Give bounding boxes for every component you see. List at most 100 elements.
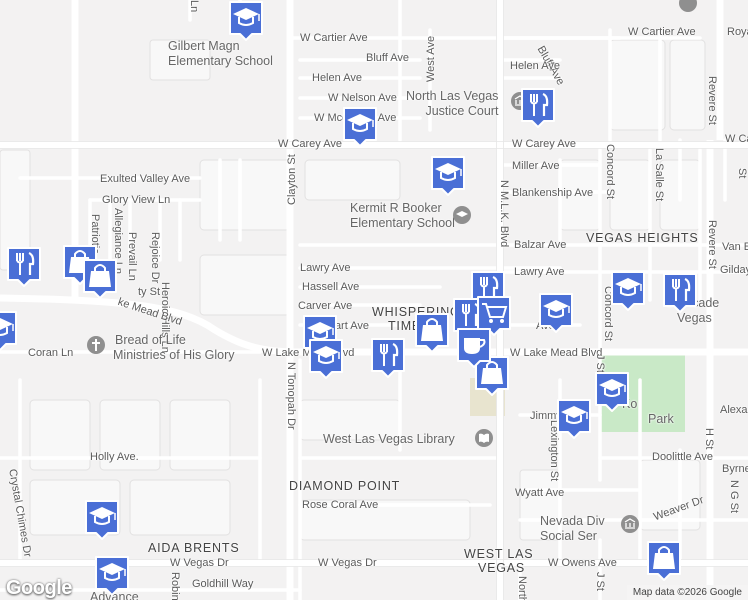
street-label-j-st-2: J St xyxy=(594,572,606,591)
street-label-van-e: Van E xyxy=(722,241,748,253)
street-label-gilday: Gilday xyxy=(720,264,748,276)
school-icon xyxy=(561,406,588,424)
landmark-icon xyxy=(679,0,697,12)
neighborhood-aida-brents: AIDA BRENTS xyxy=(148,541,240,555)
street-label-helen-ave-east: Helen Ave xyxy=(510,60,560,72)
school-marker[interactable] xyxy=(594,371,630,415)
street-label-doolittle-ave: Doolittle Ave xyxy=(652,451,713,463)
school-marker[interactable] xyxy=(430,155,466,199)
street-label-n-g-st: N G St xyxy=(728,480,740,514)
school-marker[interactable] xyxy=(308,338,344,382)
street-label-prevail-ln: Prevail Ln xyxy=(126,232,138,281)
school-marker[interactable] xyxy=(0,310,18,354)
school-marker[interactable] xyxy=(94,555,130,599)
street-label-w-owens-ave: W Owens Ave xyxy=(548,557,617,569)
street-label-w-lake-mead-blvd-east: W Lake Mead Blvd xyxy=(510,347,603,359)
street-label-n-mlk-blvd: N M.L.K. Blvd xyxy=(498,180,510,248)
street-label-concord-st: Concord St xyxy=(604,144,616,200)
school-marker[interactable] xyxy=(228,0,264,44)
street-label-royal: Royal xyxy=(727,26,748,38)
church-icon xyxy=(87,336,105,354)
school-icon xyxy=(599,379,626,397)
shopping-bag-icon xyxy=(653,546,675,569)
poi-label-advance[interactable]: Advance xyxy=(90,590,139,600)
restaurant-marker[interactable] xyxy=(370,337,406,381)
restaurant-marker[interactable] xyxy=(662,272,698,316)
street-label-holly-ave: Holly Ave. xyxy=(90,451,139,463)
street-label-n-tonopah-dr: N Tonopah Dr xyxy=(285,362,297,430)
street-label-bluff-ave: Bluff Ave xyxy=(366,52,410,64)
school-icon xyxy=(313,346,340,364)
neighborhood-west-las: WEST LAS xyxy=(464,547,534,561)
street-label-wyatt-ave: Wyatt Ave xyxy=(515,487,565,499)
street-label-w-carey-ave: W Carey Ave xyxy=(278,138,342,150)
street-label-balzar-ave: Balzar Ave xyxy=(514,239,567,251)
school-icon xyxy=(347,114,374,132)
street-label-w-vegas-dr-2: W Vegas Dr xyxy=(318,557,377,569)
school-marker[interactable] xyxy=(610,270,646,314)
shopping-bag-marker[interactable] xyxy=(474,355,510,399)
street-label-coran-ln: Coran Ln xyxy=(28,347,74,359)
school-icon xyxy=(0,318,14,336)
street-label-exulted-valley-ave: Exulted Valley Ave xyxy=(100,173,191,185)
school-icon xyxy=(615,278,642,296)
street-label-rose-coral-ave: Rose Coral Ave xyxy=(302,499,379,511)
map-attribution[interactable]: Map data ©2026 Google xyxy=(626,585,748,600)
school-poi-icon xyxy=(453,206,471,224)
shopping-bag-marker[interactable] xyxy=(82,258,118,302)
shopping-bag-marker[interactable] xyxy=(414,312,450,356)
neighborhood-vegas: VEGAS xyxy=(478,561,526,575)
school-marker[interactable] xyxy=(538,292,574,336)
street-label-h-st: H St xyxy=(703,428,715,450)
neighborhood-diamond-point: DIAMOND POINT xyxy=(289,479,401,493)
restaurant-marker[interactable] xyxy=(6,246,42,290)
street-label-goldhill-way: Goldhill Way xyxy=(192,578,254,590)
cafe-marker[interactable] xyxy=(456,327,492,371)
street-label-revere-st-2: Revere St xyxy=(706,220,718,269)
restaurant-icon xyxy=(480,275,499,299)
school-icon xyxy=(89,507,116,525)
street-label-robin: Robin xyxy=(169,572,181,600)
street-label-liberty-st: ty St xyxy=(138,286,161,298)
cafe-icon xyxy=(464,338,486,354)
street-label-w-ca: W Ca xyxy=(725,133,748,145)
street-label-hassell-ave: Hassell Ave xyxy=(302,281,360,293)
school-marker[interactable] xyxy=(84,499,120,543)
shopping-bag-marker[interactable] xyxy=(646,540,682,584)
street-label-glory-view-ln: Glory View Ln xyxy=(102,194,171,206)
school-icon xyxy=(233,8,260,26)
street-label-miller-ave: Miller Ave xyxy=(512,160,560,172)
school-marker[interactable] xyxy=(342,106,378,150)
street-label-blankenship-ave: Blankenship Ave xyxy=(512,187,594,199)
street-label-w-cartier-ave-east: W Cartier Ave xyxy=(628,26,696,38)
school-marker[interactable] xyxy=(556,398,592,442)
street-label-hart-ave: Hart Ave xyxy=(327,320,369,332)
street-label-clayton-st: Clayton St xyxy=(286,154,298,205)
street-label-lawry-ave: Lawry Ave xyxy=(300,262,351,274)
shopping-cart-icon xyxy=(482,303,508,323)
street-label-w-carey-ave-east: W Carey Ave xyxy=(512,138,576,150)
poi-label-west-las-vegas-library[interactable]: West Las Vegas Library xyxy=(323,432,455,446)
street-label-west-ave: West Ave xyxy=(425,35,437,82)
street-label-helen-ave: Helen Ave xyxy=(312,72,362,84)
shopping-bag-icon xyxy=(89,264,111,287)
street-label-w-cartier-ave: W Cartier Ave xyxy=(300,32,368,44)
street-label-w-nelson-ave: W Nelson Ave xyxy=(328,92,397,104)
restaurant-icon xyxy=(16,251,35,275)
shopping-cart-marker[interactable] xyxy=(476,295,512,339)
street-label-rejoice-dr: Rejoice Dr xyxy=(149,232,161,284)
school-icon xyxy=(435,163,462,181)
restaurant-icon xyxy=(530,92,549,116)
restaurant-marker[interactable] xyxy=(520,87,556,131)
street-label-lawry-ave-east: Lawry Ave xyxy=(514,266,565,278)
street-label-alexa: Alexa xyxy=(720,404,748,416)
shopping-bag-icon xyxy=(481,361,503,384)
library-icon xyxy=(475,429,493,447)
restaurant-icon xyxy=(380,342,399,366)
